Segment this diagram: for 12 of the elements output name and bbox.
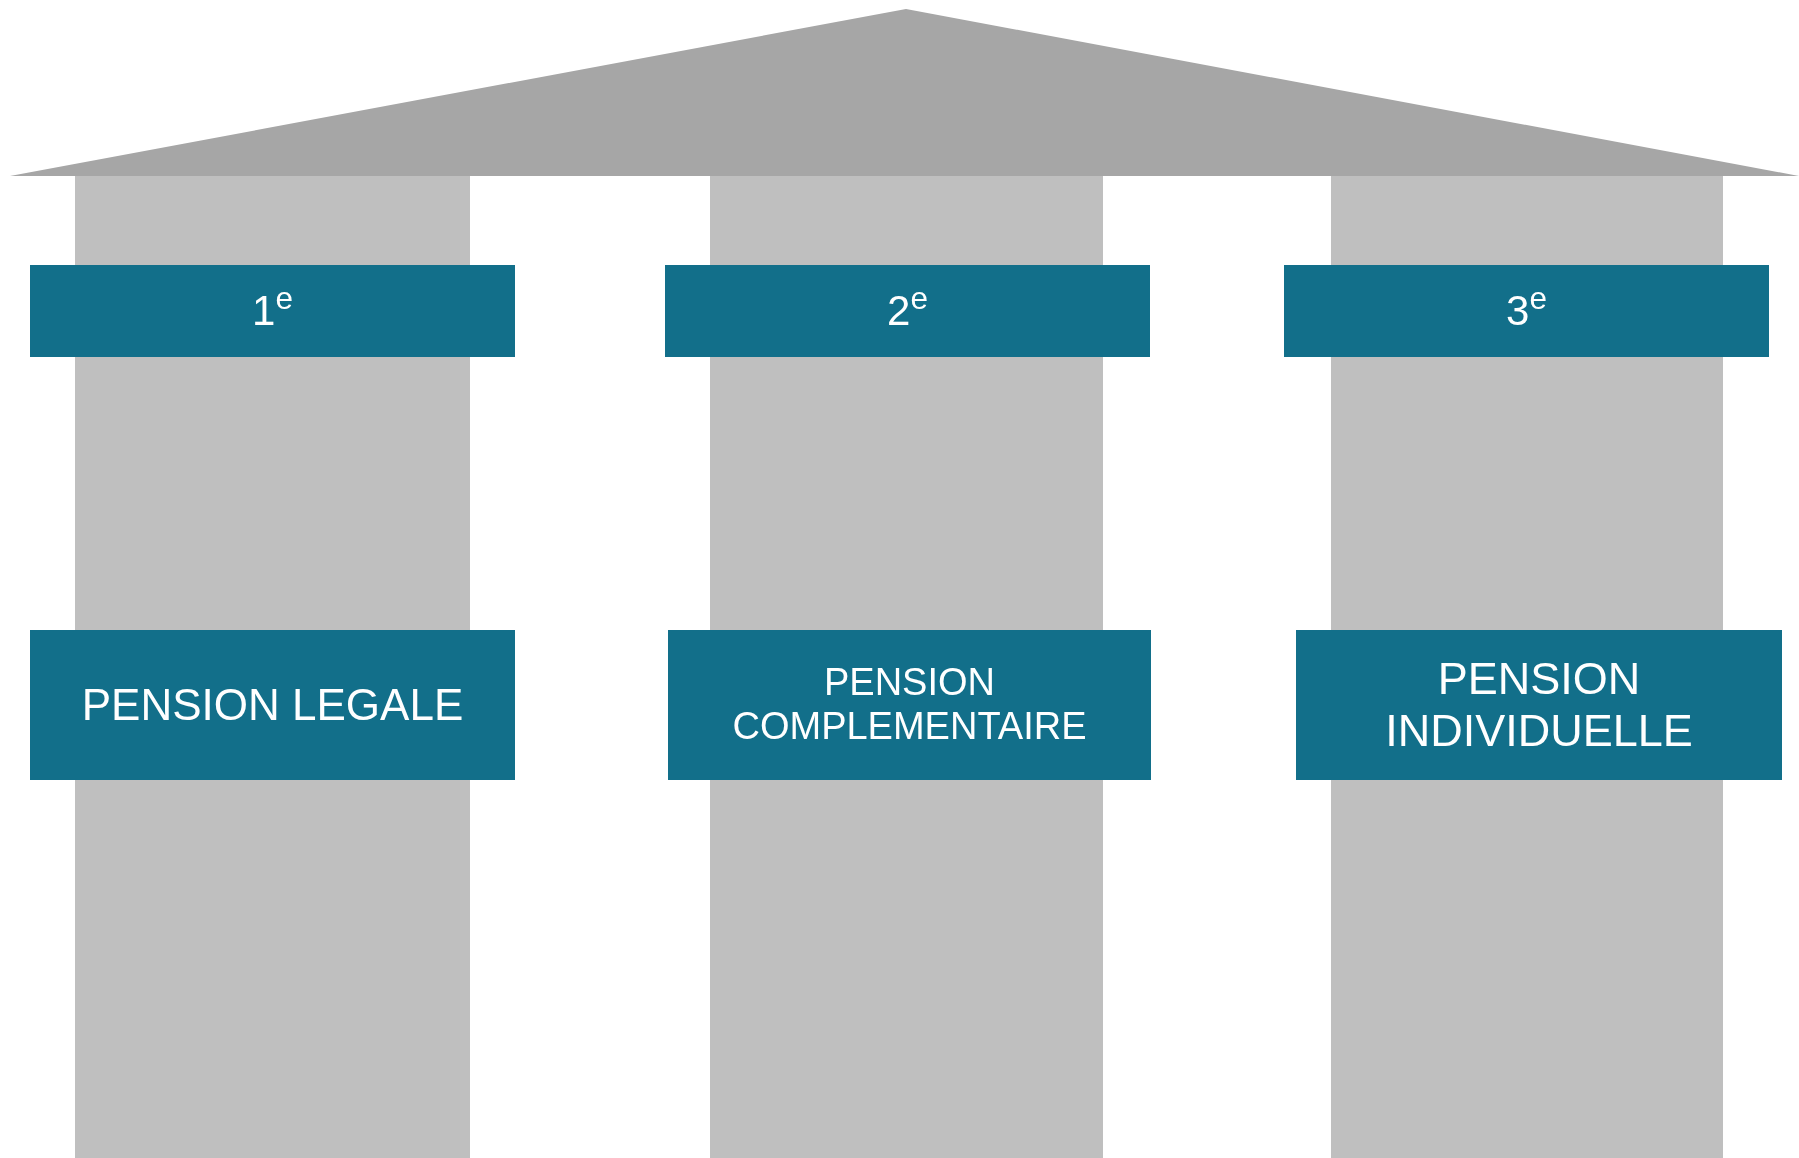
pillar-label-box <box>1296 630 1782 780</box>
pillar-label-box <box>665 265 1150 357</box>
pillar-label-box <box>1284 265 1769 357</box>
pillar-label: 3$^{e}$ <box>1506 286 1547 336</box>
pillar-label: 2$^{e}$ <box>887 286 928 336</box>
pillar-label-box <box>668 630 1151 780</box>
pillar-label-box <box>30 630 515 780</box>
pillar-label: PENSION LEGALE <box>81 679 464 731</box>
pillar-label: PENSION INDIVIDUELLE <box>1384 653 1694 757</box>
pillar-label: 1$^{e}$ <box>252 286 293 336</box>
pillar-label-box <box>30 265 515 357</box>
pillar-label: PENSION COMPLEMENTAIRE <box>731 661 1088 749</box>
